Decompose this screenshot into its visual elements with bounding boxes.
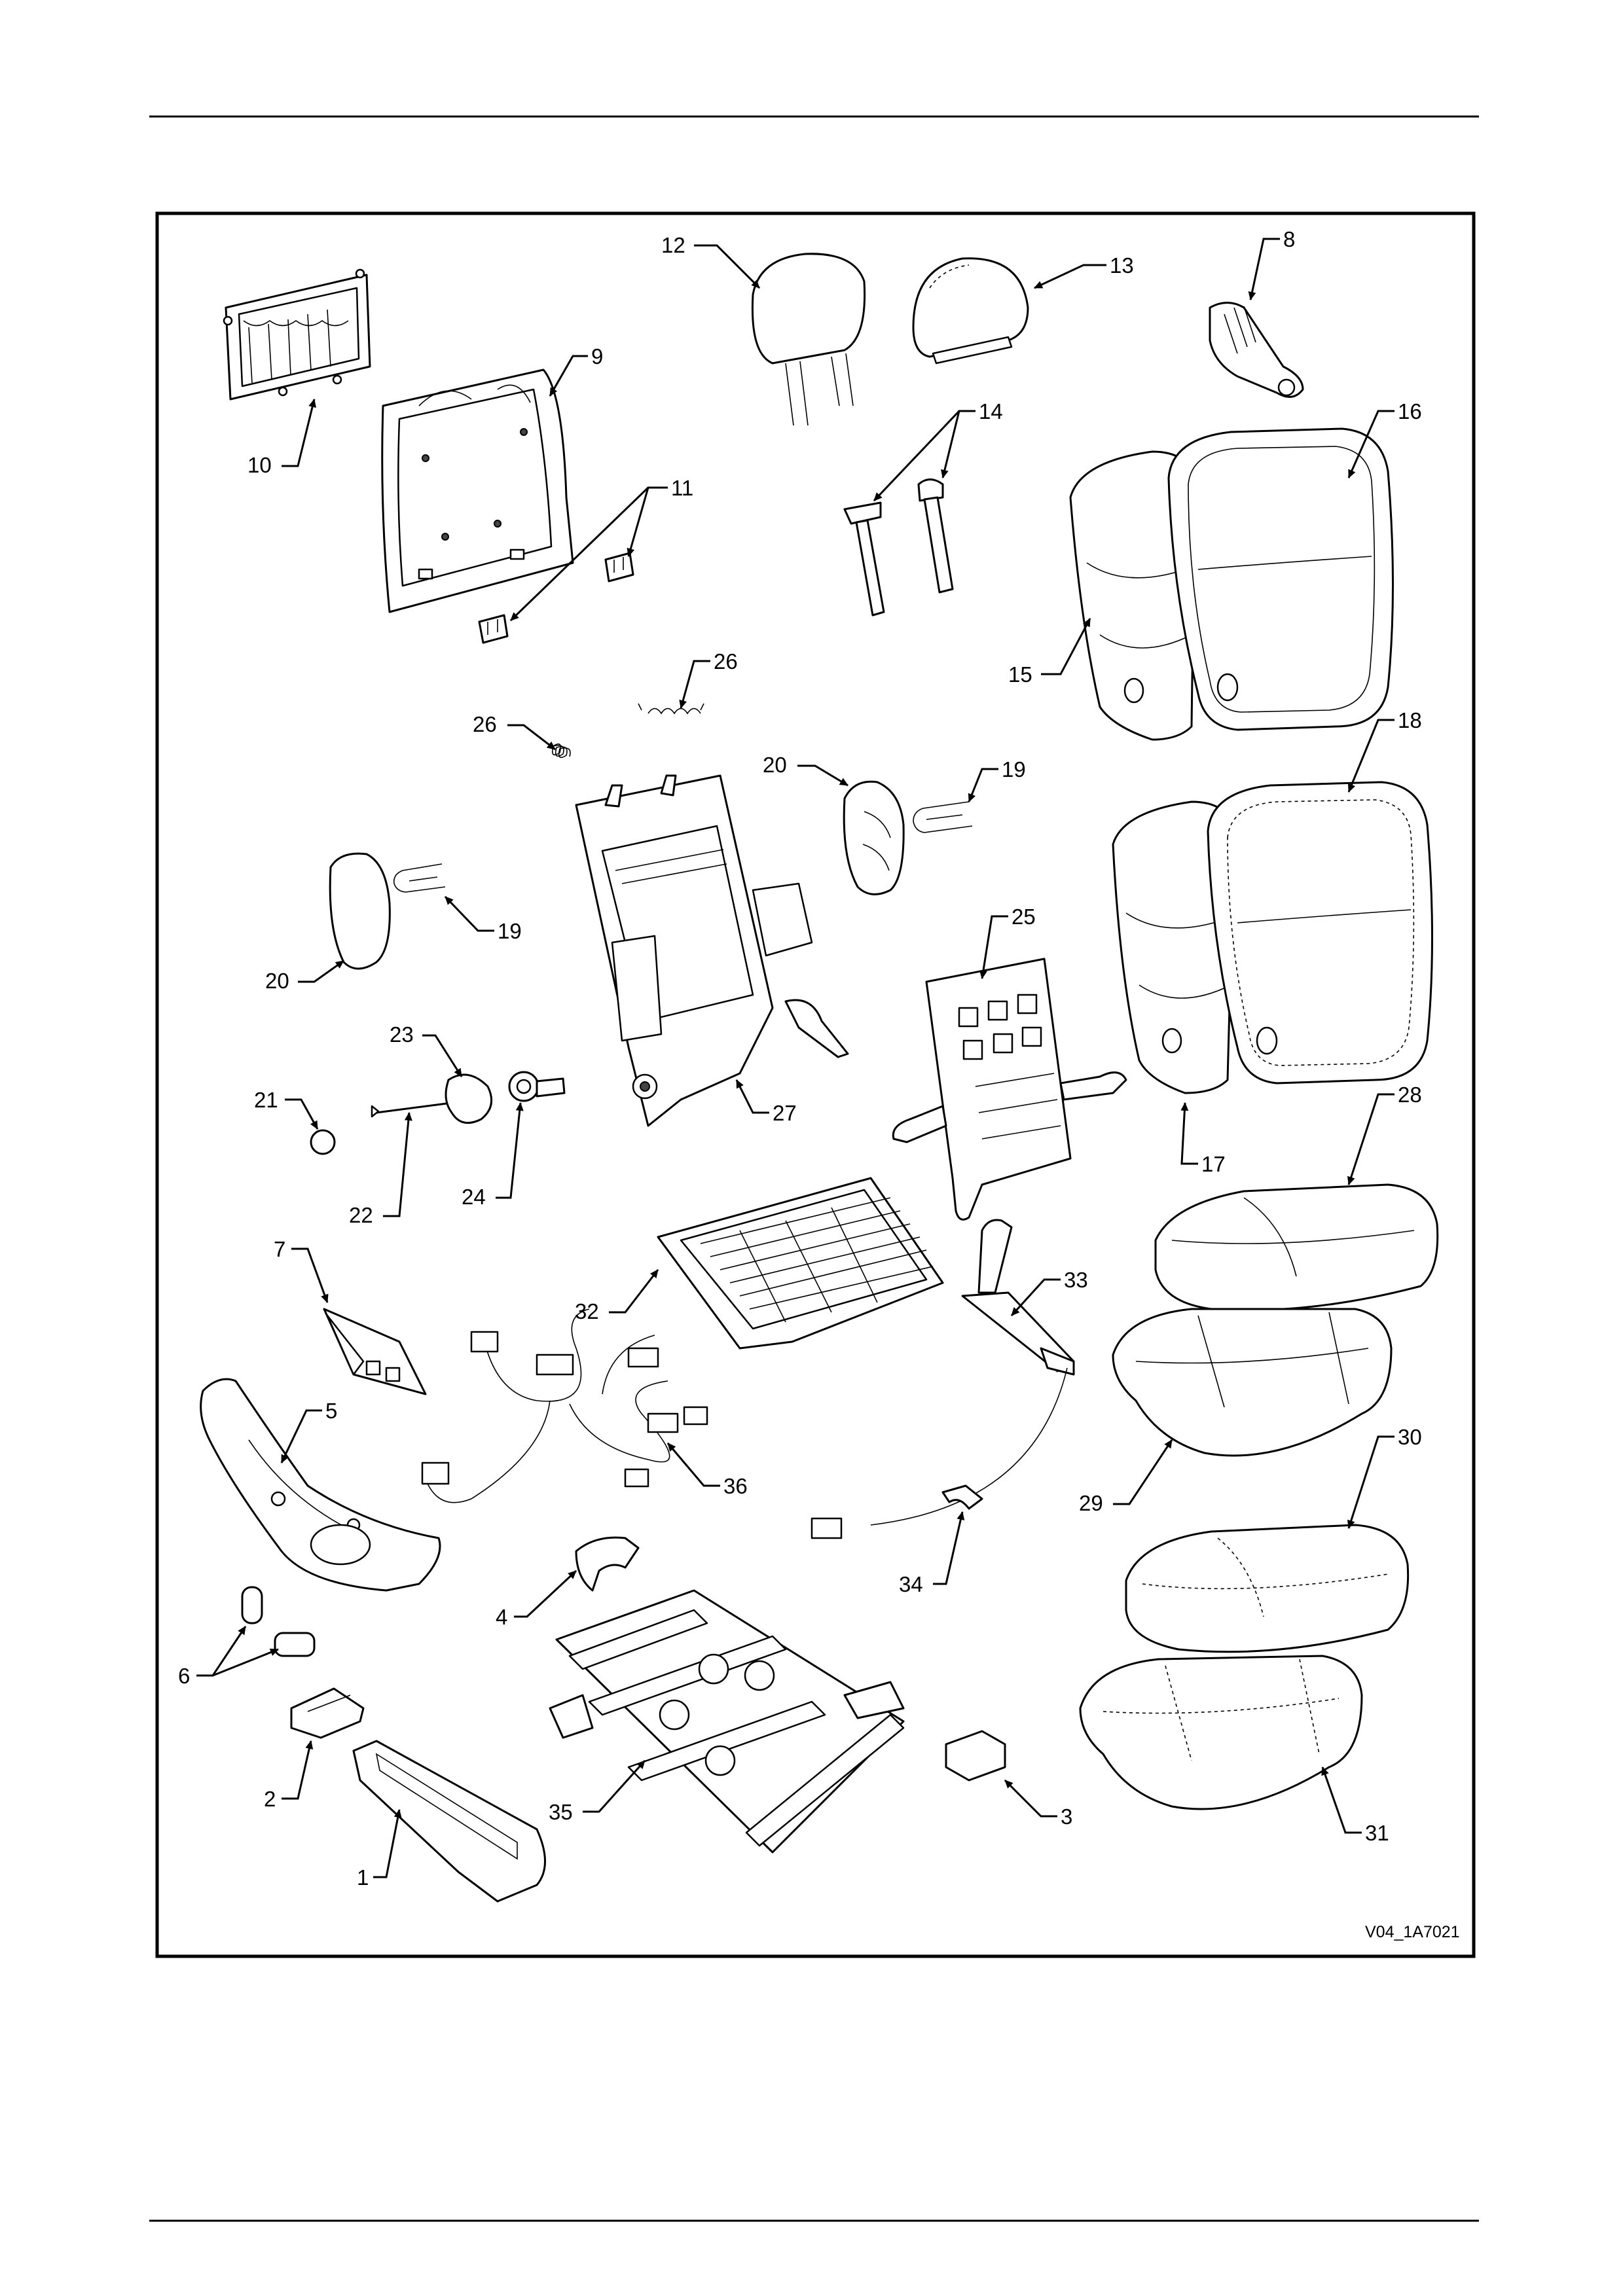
callout-26-b: 26 [714, 649, 738, 673]
part-14-guides [845, 480, 953, 616]
part-35-seat-track [550, 1590, 903, 1852]
callout-16: 16 [1398, 399, 1422, 423]
part-4-endcap [576, 1537, 638, 1590]
callout-5: 5 [325, 1399, 337, 1423]
part-13-headrest [913, 259, 1028, 363]
callout-20-b: 20 [763, 753, 787, 777]
part-9-back-board [382, 370, 573, 612]
part-knob-assembly [311, 1072, 564, 1154]
part-28-cushion-cover [1156, 1185, 1438, 1310]
callout-14: 14 [979, 399, 1003, 423]
part-8-bracket [1210, 303, 1303, 397]
part-30-cushion-cover [1126, 1525, 1408, 1652]
callout-25: 25 [1012, 905, 1036, 929]
callout-32: 32 [575, 1299, 599, 1323]
callout-31: 31 [1365, 1821, 1389, 1845]
callout-36: 36 [723, 1474, 748, 1498]
callout-3: 3 [1061, 1804, 1072, 1829]
callout-11-a: 11 [671, 476, 693, 500]
callout-20-a: 20 [265, 969, 289, 993]
part-34-clip [943, 1486, 982, 1509]
callout-35: 35 [549, 1800, 573, 1824]
callout-1: 1 [357, 1865, 369, 1890]
callout-15: 15 [1008, 662, 1032, 687]
part-18-backrest-cover [1208, 782, 1432, 1083]
callout-9: 9 [591, 344, 603, 368]
part-7-switch [324, 1309, 426, 1394]
part-16-backrest-cover [1169, 429, 1393, 730]
figure-reference-code: V04_1A7021 [1365, 1923, 1460, 1941]
callout-29: 29 [1079, 1491, 1103, 1515]
callout-19-b: 19 [1002, 757, 1026, 781]
part-29-cushion-pad [1113, 1309, 1391, 1456]
callout-17: 17 [1201, 1152, 1226, 1176]
parts-artwork [201, 254, 1438, 1901]
callout-18: 18 [1398, 708, 1422, 732]
callout-24: 24 [462, 1185, 486, 1209]
callout-7: 7 [274, 1237, 285, 1261]
part-2-bracket [291, 1689, 363, 1738]
part-25-lumbar [893, 959, 1126, 1219]
part-3-endcap [946, 1731, 1005, 1780]
callout-23: 23 [390, 1022, 414, 1047]
callout-33: 33 [1064, 1268, 1088, 1292]
callout-2: 2 [264, 1787, 276, 1811]
part-31-cushion-pad [1080, 1656, 1362, 1809]
callout-27: 27 [773, 1101, 797, 1125]
part-26-springs [553, 704, 704, 757]
part-20-19-left [330, 853, 445, 969]
part-12-headrest [752, 254, 864, 425]
part-27-backrest-frame [576, 776, 848, 1126]
callout-34: 34 [899, 1572, 923, 1596]
part-6-buttons [242, 1587, 314, 1656]
callout-26-a: 26 [473, 712, 497, 736]
callout-22: 22 [349, 1203, 373, 1227]
callout-4: 4 [496, 1605, 507, 1629]
part-20-19-right [844, 781, 972, 894]
callout-19-a: 19 [498, 919, 522, 943]
callout-30: 30 [1398, 1425, 1422, 1449]
part-10-rear-panel [224, 270, 370, 399]
callout-13: 13 [1110, 253, 1134, 278]
callout-6: 6 [178, 1664, 190, 1688]
part-36-harness [422, 1309, 707, 1503]
callout-21: 21 [254, 1088, 278, 1112]
callout-12: 12 [661, 233, 685, 257]
callout-8: 8 [1283, 227, 1295, 251]
callout-28: 28 [1398, 1083, 1422, 1107]
part-32-cushion-frame [658, 1178, 943, 1348]
callout-10: 10 [247, 453, 272, 477]
